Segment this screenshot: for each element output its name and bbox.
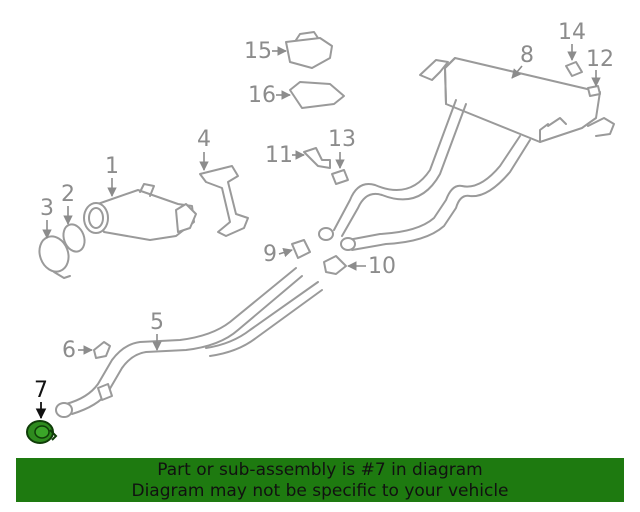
highlighted-clamp-part-7[interactable] [26,420,58,444]
intermediate-pipes [318,99,531,251]
hanger-part-14 [565,61,583,77]
rear-muffler-part-8 [419,57,615,143]
hanger-part-6 [93,341,111,359]
callout-13: 13 [328,127,356,169]
catalytic-converter-part-1 [83,183,197,241]
bracket-part-16 [289,81,345,109]
callout-2: 2 [61,182,75,225]
pipe-clamp-part-9 [291,239,311,259]
callout-1: 1 [105,154,119,197]
callout-label-5: 5 [150,310,164,335]
callout-label-1: 1 [105,154,119,179]
clip-part-12 [587,85,601,97]
callout-label-9: 9 [263,242,277,267]
callout-8: 8 [511,43,534,79]
callout-label-11: 11 [265,143,293,168]
valve-actuator-part-15 [285,31,333,69]
callout-label-6: 6 [62,338,76,363]
clamp-part-3 [38,235,71,279]
callout-label-4: 4 [197,127,211,152]
bracket-part-4 [199,165,249,237]
callout-5: 5 [150,310,164,351]
callout-label-7: 7 [34,378,48,403]
callout-16: 16 [248,83,291,108]
banner-line-disclaimer: Diagram may not be specific to your vehi… [131,481,509,501]
callout-4: 4 [197,127,211,171]
callout-label-2: 2 [61,182,75,207]
callout-11: 11 [265,143,305,168]
front-pipe-part-5 [55,267,323,418]
callout-label-13: 13 [328,127,356,152]
callout-14: 14 [558,20,586,61]
bracket-part-11 [303,147,331,169]
rubber-mount-part-13 [331,169,349,185]
banner-line-part-number: Part or sub-assembly is #7 in diagram [157,460,483,480]
callout-10: 10 [347,254,396,279]
callout-3: 3 [40,196,54,239]
pipe-clamp-part-10 [323,255,347,275]
callout-label-12: 12 [586,47,614,72]
callout-15: 15 [244,39,287,64]
callout-7: 7 [34,378,48,420]
callout-label-16: 16 [248,83,276,108]
callout-label-8: 8 [520,43,534,68]
callout-label-3: 3 [40,196,54,221]
callout-9: 9 [263,242,293,267]
callout-12: 12 [586,47,614,87]
callout-label-10: 10 [368,254,396,279]
callout-label-15: 15 [244,39,272,64]
callout-6: 6 [62,338,93,363]
diagram-info-banner: Part or sub-assembly is #7 in diagram Di… [16,458,624,502]
callout-label-14: 14 [558,20,586,45]
